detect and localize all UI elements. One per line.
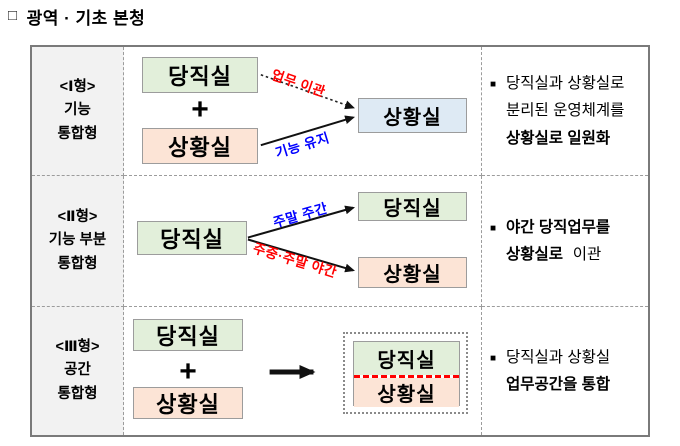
desc-text-bold: 상황실로: [506, 246, 564, 263]
page-title-text: 광역 · 기초 본청: [26, 9, 146, 28]
situation-maintain-arrow: [260, 115, 356, 147]
row1-arrows: [260, 74, 356, 147]
row2-description-cell: ■ 야간 당직업무를 상황실로 이관: [482, 176, 648, 307]
duty-room-box: 당직실: [133, 319, 243, 351]
desc-text: 당직실과 상황실: [506, 348, 611, 366]
row2-arrows: [247, 205, 356, 273]
integration-types-table: <Ⅰ형> 기능 통합형 당직실 + 상황실 상황실 업무 이관 기능 유지 ■: [30, 45, 650, 437]
night-arrow: [247, 238, 356, 273]
row3-description-cell: ■ 당직실과 상황실 업무공간을 통합: [482, 307, 648, 435]
situation-room-box: 상황실: [133, 387, 243, 419]
desc-line: ■ 당직실과 상황실: [490, 344, 644, 371]
row2-type-line1: <Ⅱ형>: [57, 209, 98, 226]
duty-transfer-dotted-arrow: [260, 74, 355, 110]
row3-type-line3: 통합형: [57, 385, 98, 402]
row3-diagram-cell: 당직실 + 상황실 당직실 상황실: [124, 307, 482, 435]
desc-text: 당직실과 상황실로: [506, 75, 625, 93]
square-bullet-icon: ■: [490, 352, 497, 364]
row1-type-header-cell: <Ⅰ형> 기능 통합형: [32, 47, 124, 176]
desc-line-emphasis: 업무공간을 통합: [506, 376, 611, 393]
source-duty-room-box: 당직실: [137, 221, 247, 255]
row1-type-line2: 기능: [64, 102, 91, 119]
desc-line: ■ 당직실과 상황실로: [490, 70, 644, 97]
row3-type-line2: 공간: [64, 362, 91, 379]
row1-type-line3: 통합형: [57, 125, 98, 142]
result-duty-room-box: 당직실: [358, 192, 467, 221]
result-situation-room-box: 상황실: [358, 98, 467, 133]
result-situation-room-box: 상황실: [358, 257, 467, 288]
desc-text: 야간 당직업무를: [506, 218, 611, 236]
situation-room-box: 상황실: [142, 128, 258, 164]
red-dashed-divider: [354, 375, 459, 378]
desc-line: 분리된 운영체계를: [506, 102, 625, 120]
row2-type-line2: 기능 부분: [48, 232, 107, 249]
merged-rooms-box: 당직실 상황실: [353, 341, 460, 407]
hollow-square-bullet-icon: □: [8, 7, 18, 24]
desc-line-emphasis: 상황실로 일원화: [506, 129, 611, 147]
square-bullet-icon: ■: [490, 222, 497, 234]
row2-type-header-cell: <Ⅱ형> 기능 부분 통합형: [32, 176, 124, 307]
row1-description-cell: ■ 당직실과 상황실로 분리된 운영체계를 상황실로 일원화: [482, 47, 648, 176]
duty-room-box: 당직실: [142, 57, 258, 93]
desc-line: 상황실로 이관: [490, 241, 644, 268]
weekend-day-arrow: [247, 205, 356, 239]
desc-text: 이관: [572, 246, 602, 263]
row3-type-line1: <Ⅲ형>: [55, 339, 100, 356]
row1-diagram-cell: 당직실 + 상황실 상황실 업무 이관 기능 유지: [124, 47, 482, 176]
merged-duty-room: 당직실: [354, 342, 459, 375]
plus-sign: +: [191, 93, 209, 126]
row1-type-line1: <Ⅰ형>: [59, 79, 96, 96]
plus-sign: +: [179, 355, 197, 388]
row2-type-line3: 통합형: [57, 255, 98, 272]
row3-type-header-cell: <Ⅲ형> 공간 통합형: [32, 307, 124, 435]
desc-line-emphasis: ■ 야간 당직업무를: [490, 214, 644, 241]
merged-situation-room: 상황실: [354, 378, 459, 407]
square-bullet-icon: ■: [490, 79, 497, 91]
page-title: □ 광역 · 기초 본청: [8, 4, 145, 29]
row3-arrows: [269, 365, 316, 379]
row2-diagram-cell: 당직실 당직실 상황실 주말 주간 주중·주말 야간: [124, 176, 482, 307]
